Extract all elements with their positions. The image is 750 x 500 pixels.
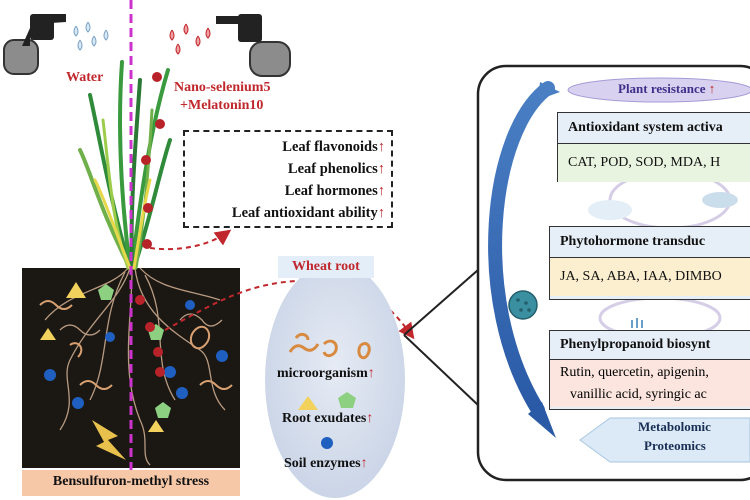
root-bubble: [265, 262, 405, 498]
bubble-enzymes-row: Soil enzymes↑: [284, 456, 368, 472]
leaf-metric-row: Leaf phenolics↑: [191, 158, 385, 180]
microorganism-label: microorganism: [277, 366, 368, 381]
up-arrow-icon: ↑: [366, 411, 374, 426]
wheat-leaves: [78, 60, 172, 270]
omics-label-line1: Metabolomic: [638, 419, 711, 434]
antioxidant-panel: Antioxidant system activa CAT, POD, SOD,…: [557, 112, 750, 182]
water-label: Water: [66, 70, 104, 85]
panel-connector: [403, 267, 479, 408]
phenylpropanoid-items-line1: Rutin, quercetin, apigenin,: [560, 365, 709, 380]
soil-enzymes-label: Soil enzymes: [284, 456, 361, 471]
leaf-metric-label: Leaf phenolics: [287, 161, 378, 177]
leaf-metric-row: Leaf antioxidant ability↑: [191, 202, 385, 224]
leaf-arrow: [149, 229, 232, 251]
water-droplets: [73, 21, 109, 51]
leaf-metric-label: Leaf flavonoids: [282, 139, 378, 155]
up-arrow-icon: ↑: [377, 205, 385, 221]
bubble-enzyme-dot: [321, 437, 333, 449]
receptor-icon: [631, 318, 643, 328]
up-arrow-icon: ↑: [360, 456, 368, 471]
up-arrow-icon: ↑: [367, 366, 375, 381]
treatment-label-line1: Nano-selenium5: [174, 80, 271, 95]
root-arrow: [164, 279, 415, 340]
cycle-arrow: [488, 81, 555, 417]
plant-resistance-label: Plant resistance: [618, 81, 706, 96]
bubble-exudate-pentagon: [338, 392, 356, 408]
up-arrow-icon: ↑: [377, 161, 385, 177]
bubble-microorganism-row: microorganism↑: [277, 366, 375, 382]
soil-enzyme-dots: [44, 300, 228, 409]
up-arrow-icon: ↑: [377, 183, 385, 199]
leaf-metric-label: Leaf antioxidant ability: [231, 205, 378, 221]
cycle-arrow-head-top: [538, 82, 560, 100]
up-arrow-icon: ↑: [708, 81, 716, 96]
antioxidant-items: CAT, POD, SOD, MDA, H: [558, 143, 750, 182]
cycle-arrow-head-bottom: [528, 402, 556, 438]
soil-microbes: [39, 300, 233, 390]
bubble-microbe-icons: [288, 332, 371, 360]
phytohormone-title: Phytohormone transduc: [560, 234, 706, 249]
phenylpropanoid-items: Rutin, quercetin, apigenin, vanillic aci…: [550, 359, 750, 407]
protein-dots: [516, 298, 531, 312]
phytohormone-panel: Phytohormone transduc JA, SA, ABA, IAA, …: [549, 226, 750, 300]
leaf-metric-label: Leaf hormones: [284, 183, 378, 199]
bubble-exudates-row: Root exudates↑: [282, 411, 373, 427]
root-red-dots: [135, 295, 165, 377]
treatment-droplets: [169, 23, 211, 55]
up-arrow-icon: ↑: [377, 139, 385, 155]
root-exudate-shapes: [40, 282, 171, 432]
lightning-bolt-icon: [92, 420, 126, 460]
omics-banner: [579, 417, 750, 463]
root-exudates-label: Root exudates: [282, 411, 367, 426]
treatment-label-line2: +Melatonin10: [180, 98, 264, 113]
treatment-sprayer-icon: [216, 14, 291, 77]
bubble-exudate-triangle: [298, 396, 318, 410]
wheat-root-label: Wheat root: [278, 256, 374, 278]
leaf-metric-row: Leaf hormones↑: [191, 180, 385, 202]
water-sprayer-icon: [3, 14, 66, 75]
phytohormone-items: JA, SA, ABA, IAA, DIMBO: [550, 257, 750, 296]
phenylpropanoid-title: Phenylpropanoid biosynt: [560, 337, 711, 352]
stress-label: Bensulfuron-methyl stress: [52, 474, 210, 489]
phenylpropanoid-items-line2: vanillic acid, syringic ac: [570, 387, 707, 402]
leaf-metrics-box: Leaf flavonoids↑ Leaf phenolics↑ Leaf ho…: [183, 130, 393, 228]
phenylpropanoid-panel: Phenylpropanoid biosynt Rutin, quercetin…: [549, 330, 750, 410]
leaf-metric-row: Leaf flavonoids↑: [191, 136, 385, 158]
stress-label-bg: [22, 470, 240, 496]
leaf-red-dots: [141, 72, 165, 249]
omics-label-line2: Proteomics: [644, 438, 706, 453]
antioxidant-title: Antioxidant system activa: [568, 120, 723, 135]
plant-resistance-pill: [567, 77, 750, 103]
plant-resistance-row: Plant resistance ↑: [618, 81, 715, 97]
protein-sphere-icon: [508, 290, 538, 320]
